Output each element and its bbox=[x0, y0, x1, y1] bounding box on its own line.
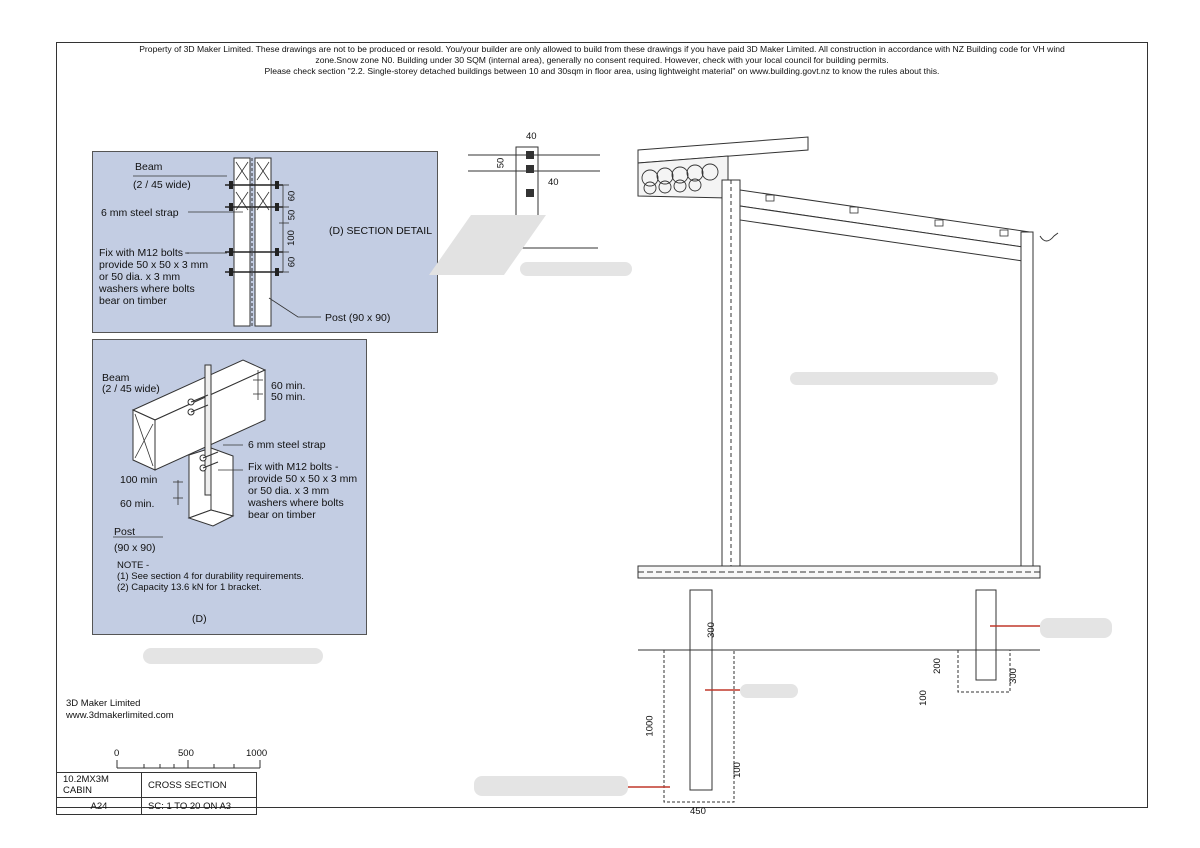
iso-dim-60-min: 60 min. bbox=[271, 380, 306, 392]
company-name: 3D Maker Limited bbox=[66, 698, 141, 709]
dim-100-footing: 100 bbox=[731, 762, 743, 778]
company-url: www.3dmakerlimited.com bbox=[66, 710, 174, 721]
drawing-sheet-border bbox=[56, 42, 1148, 808]
title-block: 10.2MX3M CABIN CROSS SECTION A24 SC: 1 T… bbox=[56, 772, 257, 815]
dim-100-right: 100 bbox=[917, 690, 929, 706]
sheet-number: A24 bbox=[56, 797, 142, 815]
drawing-scale: SC: 1 TO 20 ON A3 bbox=[141, 797, 257, 815]
header-notice: Property of 3D Maker Limited. These draw… bbox=[56, 44, 1148, 77]
iso-fix-bolts-line-1: Fix with M12 bolts - bbox=[248, 461, 339, 473]
detail-tag: (D) bbox=[192, 613, 207, 625]
dim-300-right: 300 bbox=[1007, 668, 1019, 684]
fix-bolts-line-1: Fix with M12 bolts - bbox=[99, 247, 190, 259]
iso-post-label: Post bbox=[114, 526, 136, 538]
dim-60: 60 bbox=[286, 190, 298, 202]
iso-dim-100-min: 100 min bbox=[120, 474, 158, 486]
iso-dim-50-min: 50 min. bbox=[271, 391, 306, 403]
beam-size-label: (2 / 45 wide) bbox=[133, 179, 191, 191]
isometric-detail-panel: Beam (2 / 45 wide) 60 min. 50 min. 6 mm … bbox=[92, 339, 367, 635]
beam-label: Beam bbox=[135, 161, 163, 173]
fix-bolts-line-3: or 50 dia. x 3 mm bbox=[99, 271, 181, 283]
redacted-footing-note bbox=[474, 776, 628, 796]
redacted-left-pile-note bbox=[740, 684, 798, 698]
header-line-2: zone.Snow zone N0. Building under 30 SQM… bbox=[315, 55, 889, 65]
fix-bolts-line-5: bear on timber bbox=[99, 295, 167, 307]
dim-1000: 1000 bbox=[644, 715, 656, 737]
iso-beam-size-label: (2 / 45 wide) bbox=[102, 383, 160, 395]
note-1: (1) See section 4 for durability require… bbox=[117, 571, 304, 582]
bracket-dim-40-top: 40 bbox=[526, 131, 537, 142]
scale-tick-0: 0 bbox=[114, 748, 120, 759]
fix-bolts-line-4: washers where bolts bbox=[99, 283, 195, 295]
scale-tick-500: 500 bbox=[178, 748, 194, 759]
header-line-1: Property of 3D Maker Limited. These draw… bbox=[139, 44, 1065, 54]
scale-tick-1000: 1000 bbox=[246, 748, 268, 759]
dim-100: 100 bbox=[285, 230, 297, 246]
fix-bolts-line-2: provide 50 x 50 x 3 mm bbox=[99, 259, 209, 271]
drawing-title: CROSS SECTION bbox=[141, 772, 257, 798]
iso-post-size-label: (90 x 90) bbox=[114, 542, 156, 554]
steel-strap-label: 6 mm steel strap bbox=[101, 207, 179, 219]
dim-300-left: 300 bbox=[705, 622, 717, 638]
scale-bar: 0 500 1000 bbox=[114, 748, 274, 772]
redacted-right-pile-note bbox=[1040, 618, 1112, 638]
iso-fix-bolts-line-5: bear on timber bbox=[248, 509, 316, 521]
dim-450: 450 bbox=[690, 806, 706, 817]
iso-steel-strap-label: 6 mm steel strap bbox=[248, 439, 326, 451]
section-detail-panel: Beam (2 / 45 wide) 6 mm steel strap Fix … bbox=[92, 151, 438, 333]
iso-dim-60-min-lower: 60 min. bbox=[120, 498, 155, 510]
iso-fix-bolts-line-2: provide 50 x 50 x 3 mm bbox=[248, 473, 358, 485]
section-detail-drawing bbox=[133, 157, 321, 327]
dim-200: 200 bbox=[931, 658, 943, 674]
redacted-bracket-shadow bbox=[520, 262, 632, 276]
iso-beam-label: Beam bbox=[102, 372, 130, 384]
bracket-dim-50: 50 bbox=[495, 157, 507, 169]
redacted-wall-note bbox=[790, 372, 998, 385]
redacted-caption bbox=[143, 648, 323, 664]
post-label: Post (90 x 90) bbox=[325, 312, 391, 324]
note-title: NOTE - bbox=[117, 560, 150, 571]
bracket-dim-40: 40 bbox=[548, 177, 559, 188]
iso-fix-bolts-line-4: washers where bolts bbox=[248, 497, 344, 509]
section-detail-title: (D) SECTION DETAIL bbox=[329, 225, 433, 237]
isometric-detail-drawing bbox=[113, 359, 267, 538]
iso-fix-bolts-line-3: or 50 dia. x 3 mm bbox=[248, 485, 330, 497]
project-name: 10.2MX3M CABIN bbox=[56, 772, 142, 798]
dim-50: 50 bbox=[286, 209, 298, 221]
note-2: (2) Capacity 13.6 kN for 1 bracket. bbox=[117, 582, 262, 593]
dim-60-lower: 60 bbox=[286, 256, 298, 268]
header-line-3: Please check section "2.2. Single-storey… bbox=[264, 66, 940, 76]
